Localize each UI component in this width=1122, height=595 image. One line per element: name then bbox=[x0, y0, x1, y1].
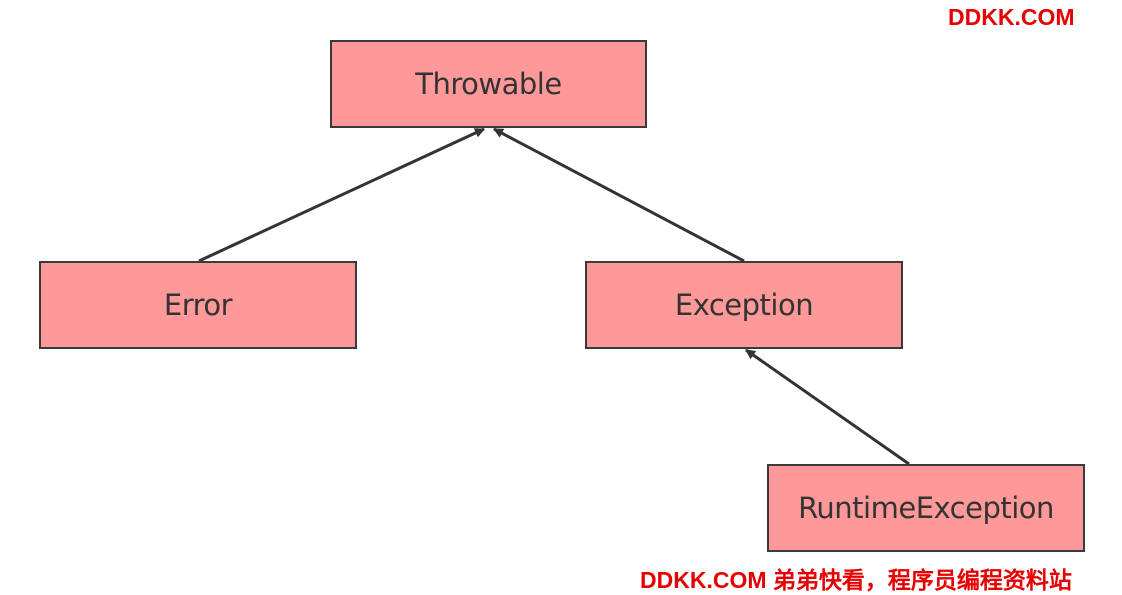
edge-exception-to-throwable bbox=[493, 127, 745, 263]
node-runtime-exception: RuntimeException bbox=[767, 464, 1085, 552]
edge-runtime-to-exception bbox=[745, 348, 910, 466]
node-exception: Exception bbox=[585, 261, 903, 349]
watermark-top: DDKK.COM bbox=[948, 4, 1075, 30]
node-error-label: Error bbox=[163, 288, 233, 322]
node-exception-label: Exception bbox=[674, 288, 814, 322]
edge-error-to-throwable bbox=[198, 127, 485, 263]
watermark-bottom: DDKK.COM 弟弟快看，程序员编程资料站 bbox=[640, 567, 1072, 593]
node-error: Error bbox=[39, 261, 357, 349]
node-throwable: Throwable bbox=[330, 40, 647, 128]
node-throwable-label: Throwable bbox=[415, 67, 562, 101]
node-runtime-exception-label: RuntimeException bbox=[798, 491, 1054, 525]
